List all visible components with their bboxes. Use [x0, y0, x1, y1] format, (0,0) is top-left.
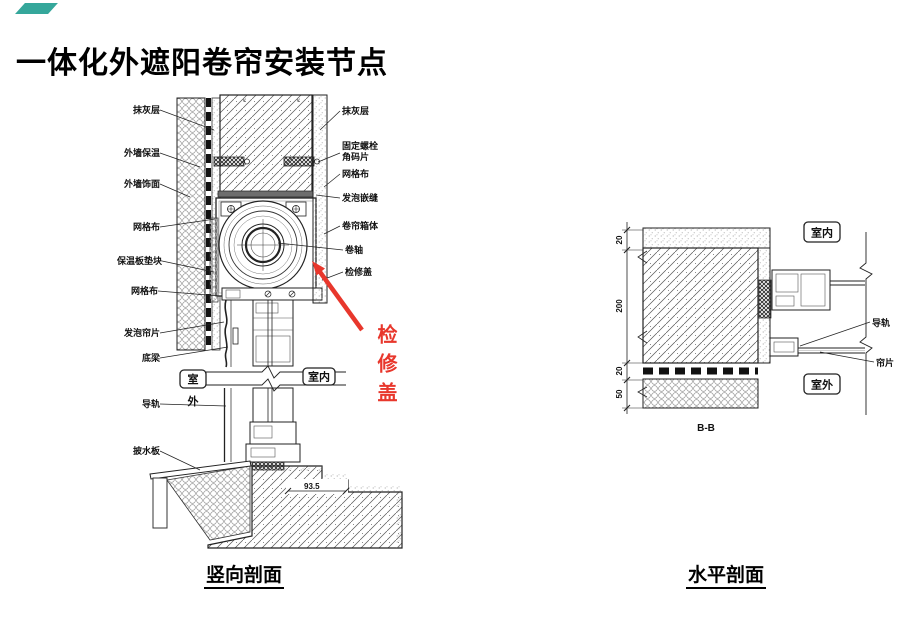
dim-20-top: 20	[615, 235, 624, 244]
label-mesh-cloth-1: 网格布	[133, 221, 160, 232]
guide-rail	[223, 388, 232, 462]
label-fixing-bolt: 固定螺栓	[342, 140, 378, 151]
window-sill: 93.5	[149, 460, 403, 549]
horizontal-section-drawing: 20 200 20 50	[615, 221, 894, 434]
edge-break-marks	[637, 250, 648, 398]
right-labels: 抹灰层 固定螺栓 角码片 网格布 发泡嵌缝 卷帘箱体 卷轴 检修盖	[277, 105, 379, 281]
label-slat-h: 帘片	[876, 357, 894, 368]
label-guide-rail-h: 导轨	[872, 317, 890, 328]
label-roller-box: 卷帘箱体	[341, 220, 379, 231]
label-mesh-cloth-2: 网格布	[131, 285, 158, 296]
label-bottom-beam: 底梁	[142, 352, 161, 363]
insulation-band	[642, 378, 759, 409]
label-foam-slat: 发泡帘片	[123, 327, 160, 338]
svg-text:室内: 室内	[308, 370, 330, 384]
svg-text:室外: 室外	[811, 378, 833, 392]
label-wall-finish: 外墙饰面	[123, 178, 160, 189]
svg-text:外: 外	[187, 394, 199, 408]
flashing-bracket	[152, 477, 168, 529]
concrete-wall	[642, 247, 759, 364]
page-title: 一体化外遮阳卷帘安装节点	[16, 47, 388, 80]
inspection-cover-callout: 检修盖	[374, 324, 396, 411]
vertical-section-drawing: ∨ ∨	[116, 94, 403, 549]
concrete-lintel	[219, 94, 313, 193]
label-plaster-layer-r: 抹灰层	[342, 105, 369, 116]
insulation-pad-strip	[209, 217, 219, 303]
drip-flashing	[149, 460, 252, 480]
plaster-strip-right	[312, 94, 328, 304]
sill-insulation	[166, 465, 251, 541]
roller-shutter-box	[215, 197, 323, 301]
right-labels-h: 导轨 帘片	[799, 317, 894, 368]
label-roller-shaft: 卷轴	[344, 244, 363, 255]
label-foam-caulking: 发泡嵌缝	[341, 192, 378, 203]
label-drip-board: 披水板	[133, 445, 161, 456]
label-insulation-pad: 保温板垫块	[116, 255, 163, 266]
sill-dimension: 93.5	[284, 479, 350, 495]
label-wall-insulation: 外墙保温	[123, 147, 160, 158]
inspection-cover-arrow	[312, 261, 364, 332]
break-line-right	[859, 232, 873, 415]
guide-rail-h	[769, 337, 799, 357]
label-guide-rail: 导轨	[142, 398, 160, 409]
plaster-band	[642, 227, 771, 249]
dim-20-bottom: 20	[615, 366, 624, 375]
left-labels: 抹灰层 外墙保温 外墙饰面 网格布 保温板垫块 网格布 发泡帘片 底梁 导轨 披…	[116, 104, 229, 471]
label-inspection-cover: 检修盖	[345, 266, 372, 277]
foam-caulking-band	[217, 190, 314, 198]
label-angle-piece: 角码片	[342, 151, 369, 162]
cut-mark: ∨	[242, 98, 246, 104]
outdoor-label-h: 室外	[803, 373, 841, 395]
label-plaster-layer: 抹灰层	[133, 104, 160, 115]
indoor-label: 室内	[302, 367, 336, 386]
dimension-93-5: 93.5	[304, 482, 320, 491]
view-label-bb: B-B	[697, 423, 715, 434]
cut-mark: ∨	[296, 98, 300, 104]
foam-curtain-slat	[224, 299, 239, 368]
indoor-label-h: 室内	[803, 221, 841, 243]
dim-50: 50	[615, 389, 624, 398]
dim-200: 200	[615, 299, 624, 313]
caption-vertical-section: 竖向剖面	[184, 560, 304, 589]
svg-text:室: 室	[188, 372, 199, 386]
label-mesh-cloth-r: 网格布	[342, 168, 369, 179]
caption-horizontal-section: 水平剖面	[666, 560, 786, 589]
svg-text:室内: 室内	[811, 226, 833, 240]
window-frame-h	[758, 269, 865, 357]
outdoor-label: 室 外	[179, 369, 207, 408]
dimension-chain: 20 200 20 50	[615, 222, 643, 414]
